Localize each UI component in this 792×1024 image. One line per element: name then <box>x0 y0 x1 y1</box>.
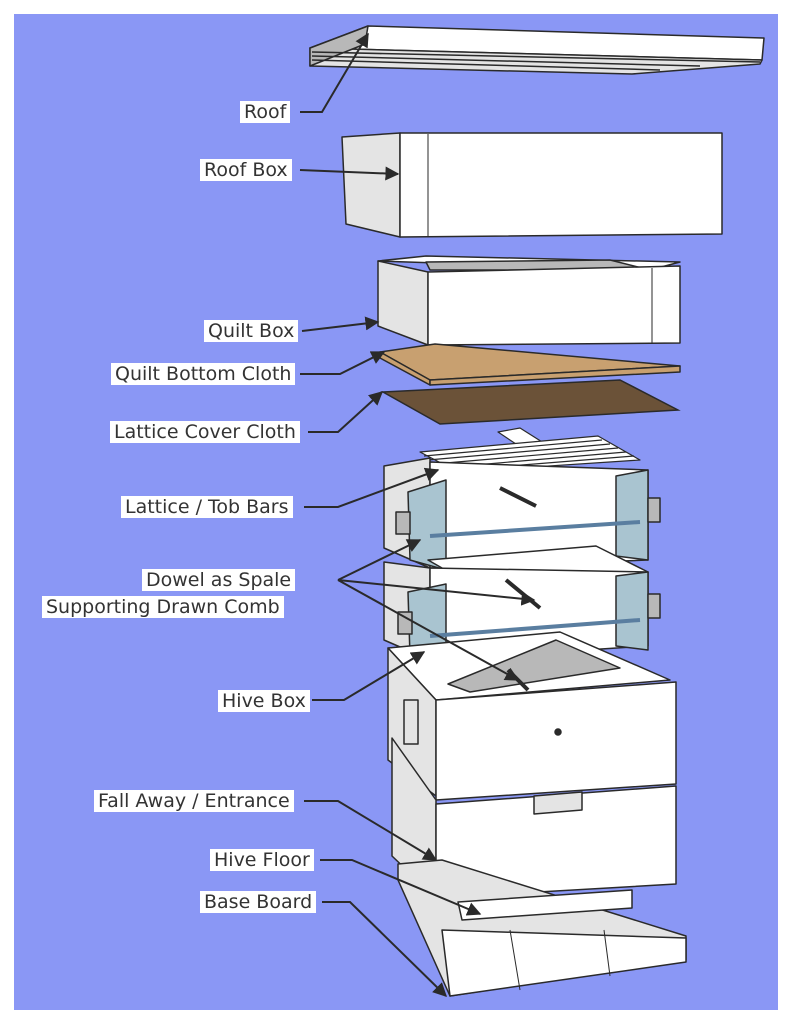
lattice-cover-cloth <box>380 379 681 425</box>
label-hive-box: Hive Box <box>218 690 310 712</box>
label-dowel-line1: Dowel as Spale <box>142 569 296 591</box>
quilt-bottom-cloth <box>379 343 681 386</box>
label-quilt-box: Quilt Box <box>204 320 299 342</box>
hive-floor-and-base-board <box>397 859 687 997</box>
quilt-box <box>377 255 681 346</box>
label-dowel-line2: Supporting Drawn Comb <box>42 596 284 618</box>
label-fall-away-entrance: Fall Away / Entrance <box>94 790 294 812</box>
label-base-board: Base Board <box>200 891 317 913</box>
label-lattice-cover-cloth: Lattice Cover Cloth <box>110 421 300 443</box>
label-roof: Roof <box>240 101 291 123</box>
label-quilt-bottom-cloth: Quilt Bottom Cloth <box>111 363 296 385</box>
label-hive-floor: Hive Floor <box>210 849 314 871</box>
leader-lines <box>299 32 536 997</box>
fall-away-entrance-box <box>391 737 677 899</box>
roof-box <box>341 132 723 238</box>
roof-panel <box>309 25 765 75</box>
label-lattice-top-bars: Lattice / Tob Bars <box>121 496 293 518</box>
label-roof-box: Roof Box <box>200 159 292 181</box>
